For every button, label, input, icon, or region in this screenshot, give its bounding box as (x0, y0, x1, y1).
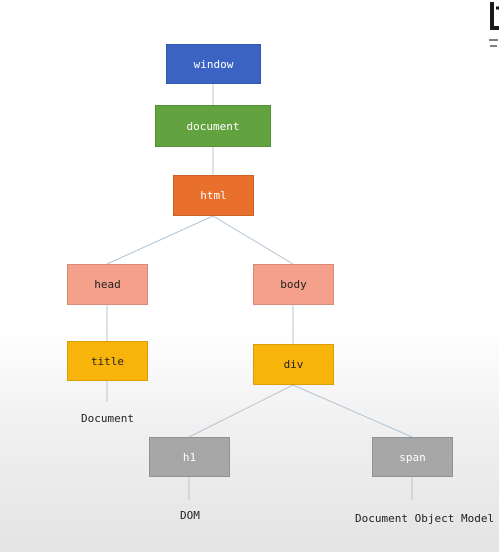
node-title-label: title (90, 354, 125, 368)
span-text-node: Document Object Model (355, 512, 495, 525)
node-window: window (166, 44, 261, 84)
node-window-label: window (193, 57, 234, 71)
node-body: body (253, 264, 334, 305)
node-head-label: head (94, 278, 121, 291)
node-html-label: html (200, 189, 227, 202)
node-body-label: body (280, 278, 307, 291)
tree-connectors (106, 84, 413, 500)
logo-icon (489, 2, 499, 47)
node-title: title (67, 341, 148, 381)
node-span: span (372, 437, 453, 477)
node-div: div (253, 344, 334, 385)
title-text-node: Document (81, 412, 134, 425)
node-h1-label: h1 (182, 450, 197, 464)
node-div-label: div (283, 358, 304, 371)
node-document: document (155, 105, 271, 147)
node-html: html (173, 175, 254, 216)
edge-html-head (106, 215, 214, 265)
node-document-label: document (186, 119, 240, 133)
edge-html-body (212, 215, 294, 265)
h1-text-node: DOM (180, 509, 200, 522)
edge-div-span (292, 384, 413, 438)
node-span-label: span (399, 450, 426, 464)
edge-div-h1 (188, 384, 294, 438)
node-head: head (67, 264, 148, 305)
node-h1: h1 (149, 437, 230, 477)
